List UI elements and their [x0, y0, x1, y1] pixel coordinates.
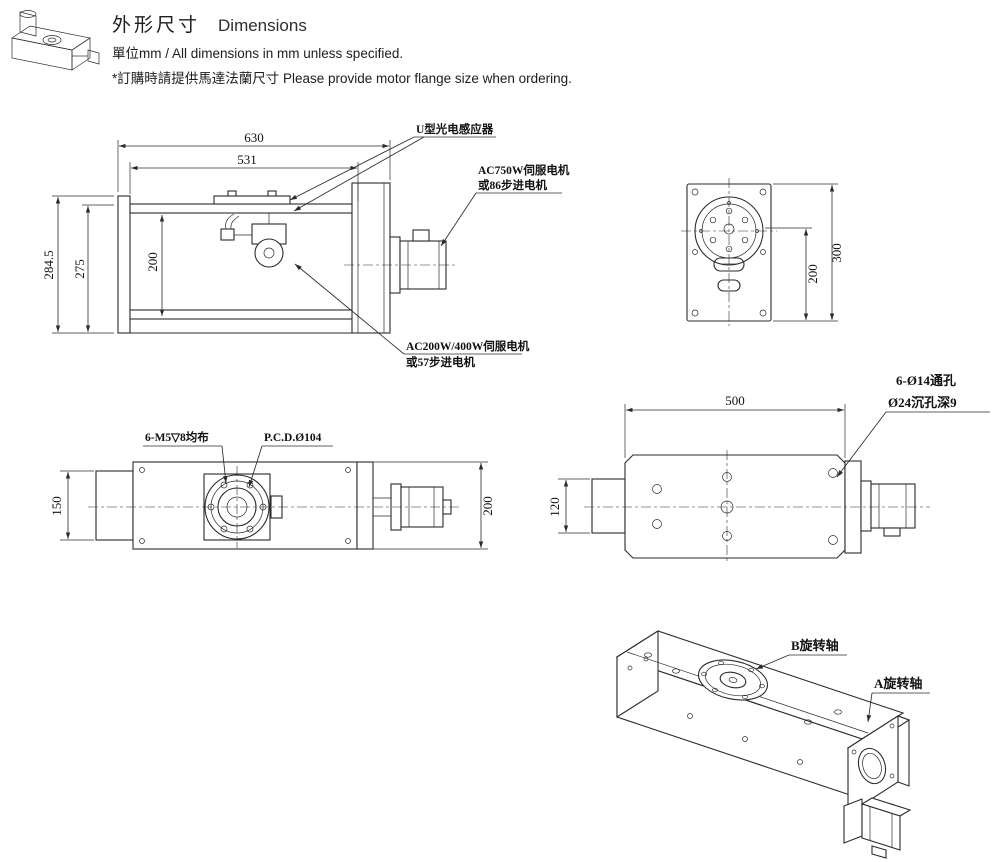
dim-200-top-left: 200: [480, 496, 495, 516]
iso-a-axis-endplate: [846, 714, 911, 816]
sensor-callout-label: U型光电感应器: [416, 122, 494, 136]
end-view-dimensions: 300 200: [765, 183, 844, 322]
iso-motor: [843, 797, 912, 859]
end-view-body: [681, 178, 777, 326]
dim-500: 500: [725, 393, 745, 408]
units-note: 單位mm / All dimensions in mm unless speci…: [112, 46, 404, 61]
motor-200-label-line2: 或57步进电机: [406, 355, 475, 369]
holes-leader: [836, 411, 887, 478]
front-view: 630 531 284.5 275 200 U型光电感应器: [41, 122, 570, 369]
front-view-callouts: U型光电感应器 AC750W伺服电机 或86步进电机 AC200W/400W伺服…: [289, 122, 570, 369]
motor-750-label-line1: AC750W伺服电机: [478, 163, 570, 177]
b-axis-label: B旋转轴: [791, 638, 839, 653]
a-axis-label: A旋转轴: [874, 676, 922, 691]
end-view: 300 200: [681, 178, 844, 326]
iso-callouts: B旋转轴 A旋转轴: [755, 638, 930, 723]
dim-120: 120: [547, 497, 562, 517]
top-view-right-dimensions: 120 500: [547, 393, 846, 534]
pcd-label: P.C.D.Ø104: [264, 432, 322, 444]
motor-750-leader: [440, 192, 477, 247]
top-view-left-body: [88, 461, 462, 550]
top-view-left-dimensions: 150 200: [49, 461, 495, 550]
through-holes-label: 6-Ø14通孔: [896, 373, 956, 388]
pcd-leader: [248, 445, 263, 488]
tapped-holes-leader: [221, 445, 228, 484]
counterbore-label: Ø24沉孔深9: [888, 395, 957, 410]
ordering-note: *訂購時請提供馬達法蘭尺寸 Please provide motor flang…: [112, 71, 572, 86]
drawing-header: 外形尺寸 Dimensions 單位mm / All dimensions in…: [112, 10, 572, 87]
a-axis-leader: [866, 692, 873, 723]
top-view-left-callouts: 6-M5▽8均布 P.C.D.Ø104: [143, 430, 333, 488]
dim-200-end: 200: [805, 264, 820, 284]
front-view-dimensions: 630 531 284.5 275 200: [41, 130, 391, 334]
tapped-holes-label: 6-M5▽8均布: [145, 430, 209, 444]
dim-284-5: 284.5: [41, 250, 56, 279]
b-axis-leader: [755, 654, 790, 670]
top-view-right: 120 500 6-Ø14通孔 Ø24沉孔深9: [547, 373, 990, 563]
dim-150: 150: [49, 496, 64, 516]
dim-630: 630: [244, 130, 264, 145]
top-view-left: 150 200 6-M5▽8均布 P.C.D.Ø104: [49, 430, 495, 550]
title-english: Dimensions: [218, 16, 307, 35]
product-thumbnail: [11, 10, 100, 71]
sensor-leader-2: [293, 136, 425, 212]
dim-300: 300: [829, 243, 844, 263]
top-view-right-body: [584, 450, 930, 563]
iso-b-axis-turntable: [697, 659, 769, 701]
motor-200-label-line1: AC200W/400W伺服电机: [406, 339, 530, 353]
motor-750-label-line2: 或86步进电机: [478, 178, 547, 192]
dim-200: 200: [145, 252, 160, 272]
page-title: 外形尺寸 Dimensions: [112, 10, 572, 37]
top-view-right-callouts: 6-Ø14通孔 Ø24沉孔深9: [836, 373, 990, 478]
title-chinese: 外形尺寸: [112, 15, 201, 36]
sensor-leader-1: [289, 136, 415, 201]
motor-200-leader: [294, 263, 405, 355]
dim-275: 275: [72, 259, 87, 279]
dim-531: 531: [237, 152, 257, 167]
isometric-view: B旋转轴 A旋转轴: [615, 629, 930, 859]
sensor-assembly: [213, 190, 291, 268]
